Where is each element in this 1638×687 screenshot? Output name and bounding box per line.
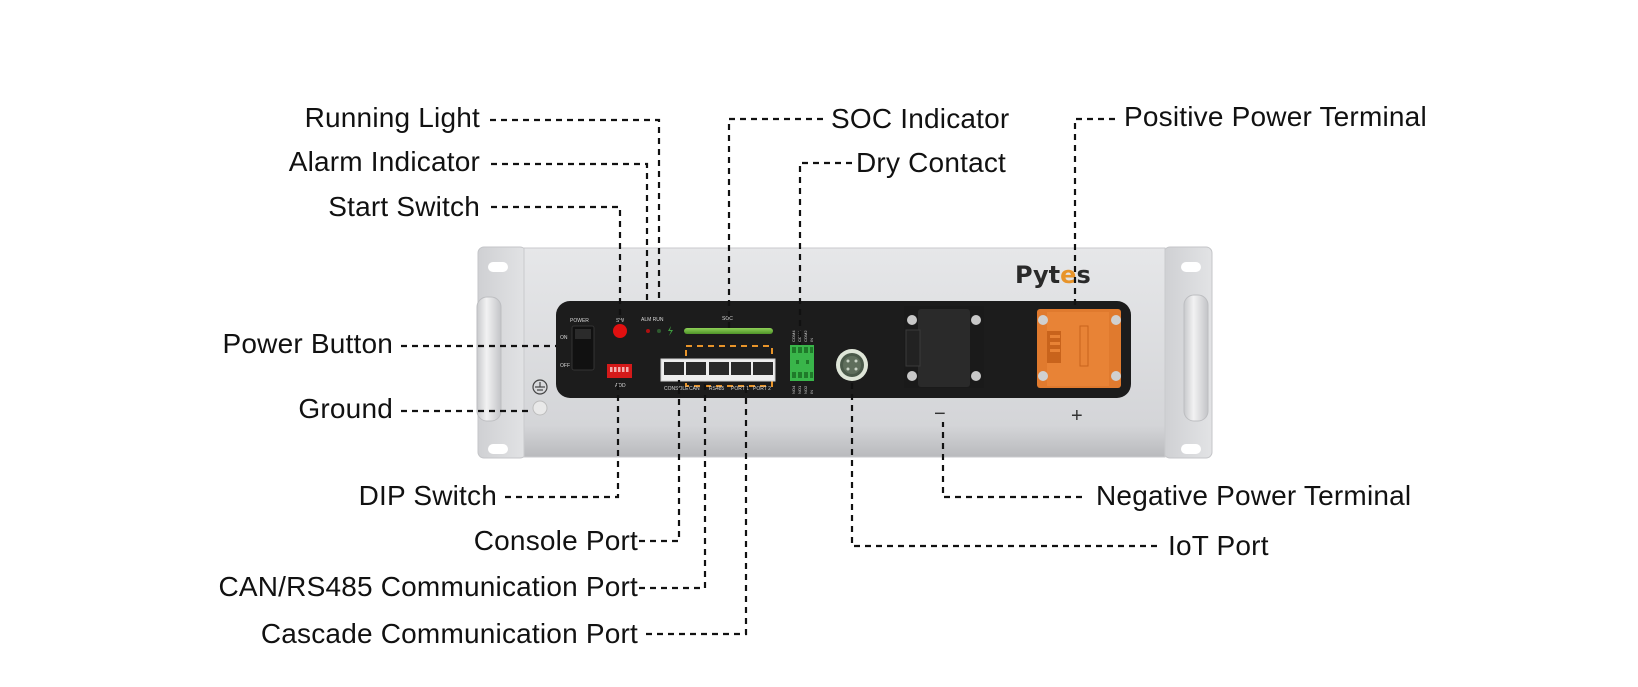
leader-cascade — [646, 384, 748, 636]
dry-contact-label: IN — [809, 390, 814, 394]
iot-port[interactable] — [836, 349, 868, 381]
positive-mark: + — [1071, 405, 1083, 427]
port-label: CAN — [689, 386, 700, 392]
leader-alarm-indicator — [491, 162, 649, 300]
dry-contact-label: NO2 — [803, 385, 808, 394]
run-led — [657, 329, 661, 333]
brand-logo: Pytes — [1015, 261, 1091, 289]
alarm-led — [646, 329, 650, 333]
callout-dry-contact: Dry Contact — [856, 147, 1007, 178]
callout-power-button: Power Button — [222, 328, 393, 359]
power-on-label: ON — [560, 335, 568, 341]
can-port[interactable] — [686, 362, 706, 375]
add-label: ADD — [615, 383, 626, 389]
callout-running-light: Running Light — [304, 102, 480, 133]
port-label: RS485 — [709, 386, 725, 392]
callout-dip-switch: DIP Switch — [358, 480, 497, 511]
mount-hole — [1181, 262, 1201, 272]
lightning-icon — [668, 326, 673, 336]
power-rocker-top — [575, 329, 591, 339]
callout-positive-terminal: Positive Power Terminal — [1124, 101, 1427, 132]
port-1[interactable] — [731, 362, 751, 375]
mount-hole — [488, 262, 508, 272]
dry-contact-label: NO1 — [797, 385, 802, 394]
dry-contact-label: COM2 — [803, 330, 808, 342]
soc-indicator-bar — [684, 328, 773, 334]
dip-switch-toggles — [610, 367, 629, 372]
callout-negative-terminal: Negative Power Terminal — [1096, 480, 1412, 511]
dry-contact-label: NO4 — [791, 385, 796, 394]
negative-mark: − — [934, 403, 946, 425]
brand-text: Pytes — [1015, 261, 1091, 289]
leader-negative-terminal — [941, 422, 1082, 499]
port-label: PORT 2 — [753, 386, 771, 392]
right-rack-ear — [1163, 246, 1213, 459]
port-label: CONSOLE — [664, 386, 689, 392]
callout-can-rs485-port: CAN/RS485 Communication Port — [218, 571, 638, 602]
dry-contact-label: IN — [809, 338, 814, 342]
ground-icon — [532, 379, 548, 395]
port-2[interactable] — [753, 362, 773, 375]
negative-power-terminal[interactable] — [904, 306, 984, 388]
callout-start-switch: Start Switch — [328, 191, 480, 222]
callout-cascade-port: Cascade Communication Port — [260, 618, 638, 649]
dry-contact-label: COM4 — [791, 330, 796, 342]
start-switch-button[interactable] — [613, 324, 627, 338]
positive-power-terminal[interactable] — [1037, 309, 1121, 388]
mount-hole — [1181, 444, 1201, 454]
port-label: PORT 1 — [731, 386, 749, 392]
rj45-port-block — [660, 358, 776, 382]
dry-contact-block[interactable] — [790, 345, 814, 381]
callout-iot-port: IoT Port — [1168, 530, 1269, 561]
left-handle[interactable] — [476, 296, 502, 422]
leader-soc-indicator — [727, 117, 823, 328]
leader-positive-terminal — [1073, 117, 1115, 309]
leader-running-light — [490, 118, 661, 300]
leader-dip-switch — [505, 380, 620, 499]
callout-soc-indicator: SOC Indicator — [831, 103, 1010, 134]
callout-console-port: Console Port — [473, 525, 638, 556]
mount-hole — [488, 444, 508, 454]
callout-alarm-indicator: Alarm Indicator — [288, 146, 480, 177]
ground-screw[interactable] — [532, 400, 548, 416]
leader-console-port — [639, 380, 681, 543]
leader-lines — [401, 117, 1157, 636]
callout-ground: Ground — [298, 393, 393, 424]
right-handle[interactable] — [1183, 294, 1209, 422]
left-rack-ear — [476, 246, 527, 459]
soc-label: SOC — [722, 316, 733, 322]
leader-can-rs485 — [639, 380, 707, 590]
console-port[interactable] — [664, 362, 684, 375]
rs485-port[interactable] — [709, 362, 729, 375]
power-off-label: OFF — [560, 363, 570, 369]
alm-run-label: ALM RUN — [641, 317, 664, 323]
power-label: POWER — [570, 318, 589, 324]
leader-iot-port — [850, 382, 1157, 548]
